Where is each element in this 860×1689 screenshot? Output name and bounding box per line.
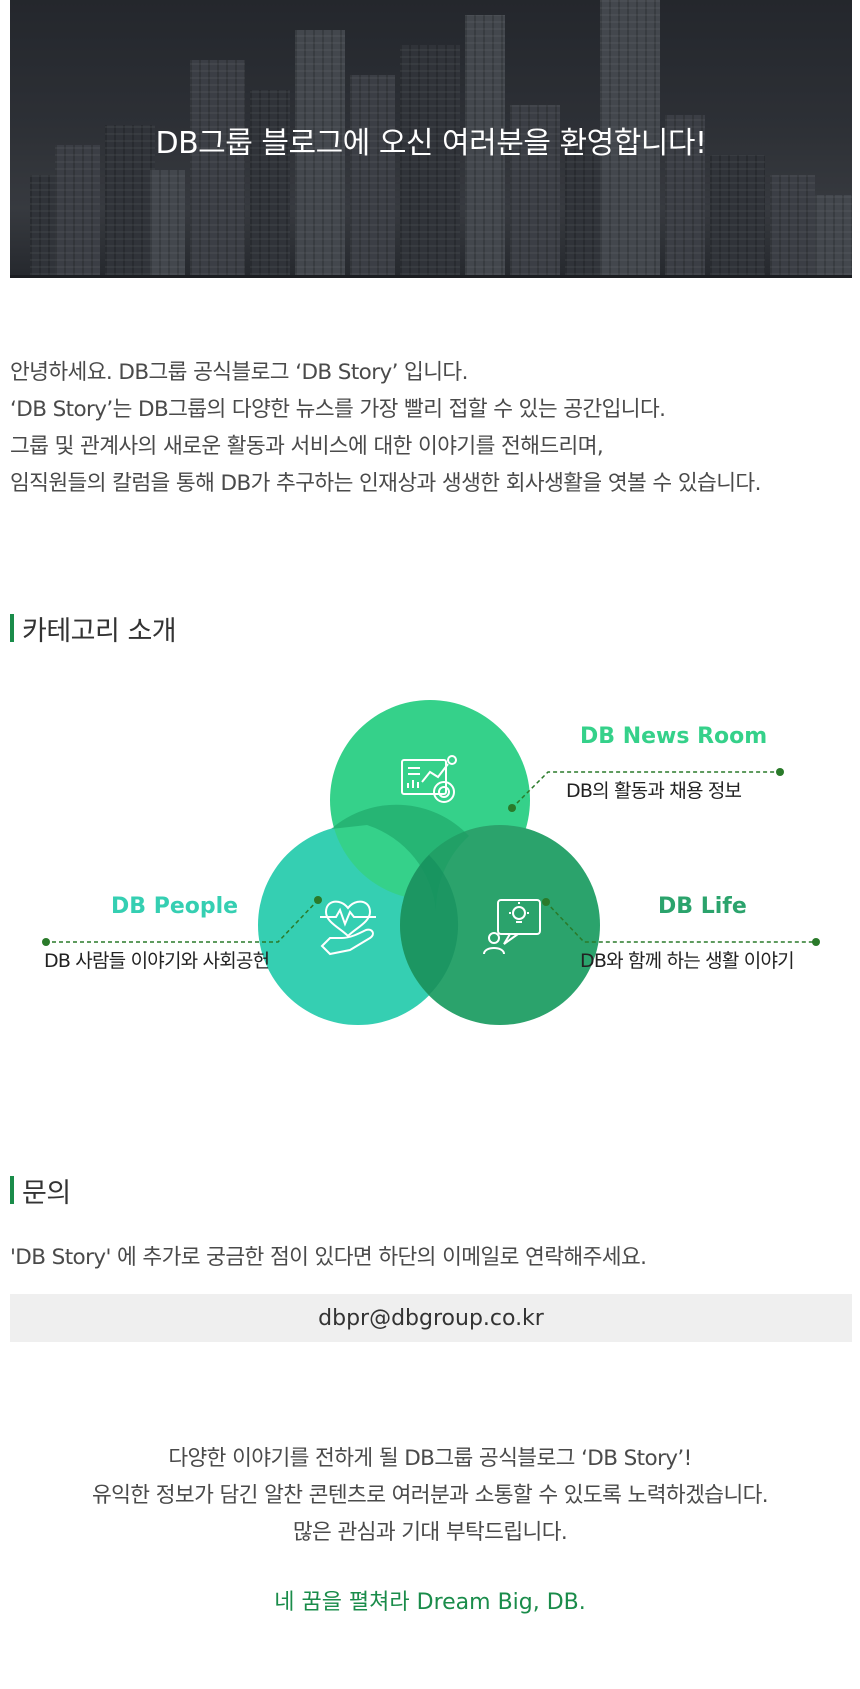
intro-line: 임직원들의 칼럼을 통해 DB가 추구하는 인재상과 생생한 회사생활을 엿볼 … [10, 471, 761, 496]
overlap-center [400, 855, 459, 995]
intro-line: 그룹 및 관계사의 새로운 활동과 서비스에 대한 이야기를 전해드리며, [10, 434, 604, 459]
category-venn-diagram: DB News Room DB의 활동과 채용 정보 DB People DB … [0, 680, 860, 1080]
hero-title: DB그룹 블로그에 오신 여러분을 환영합니다! [155, 126, 707, 161]
contact-heading-text: 문의 [22, 1177, 71, 1209]
intro-line: ‘DB Story’는 DB그룹의 다양한 뉴스를 가장 빨리 접할 수 있는 … [10, 397, 666, 422]
connector-people [46, 899, 319, 943]
category-title-life[interactable]: DB Life [658, 894, 747, 919]
contact-email-box: dbpr@dbgroup.co.kr [10, 1294, 852, 1342]
category-desc-life: DB와 함께 하는 생활 이야기 [580, 950, 795, 972]
category-title-newsroom[interactable]: DB News Room [580, 724, 768, 749]
closing-line: 많은 관심과 기대 부탁드립니다. [292, 1520, 568, 1545]
idea-person-icon [483, 899, 541, 955]
slogan: 네 꿈을 펼쳐라 Dream Big, DB. [274, 1590, 586, 1615]
chart-report-icon [401, 755, 457, 803]
circle-life [400, 825, 600, 1025]
connector-newsroom [511, 771, 780, 809]
category-heading: 카테고리 소개 [10, 612, 177, 647]
closing-line: 다양한 이야기를 전하게 될 DB그룹 공식블로그 ‘DB Story’! [168, 1446, 692, 1471]
heart-hand-icon [320, 900, 376, 956]
closing-line: 유익한 정보가 담긴 알찬 콘텐츠로 여러분과 소통할 수 있도록 노력하겠습니… [91, 1483, 769, 1508]
hero-banner: DB그룹 블로그에 오신 여러분을 환영합니다! [10, 0, 852, 278]
category-title-people[interactable]: DB People [111, 894, 239, 919]
intro-line: 안녕하세요. DB그룹 공식블로그 ‘DB Story’ 입니다. [10, 360, 468, 385]
category-desc-newsroom: DB의 활동과 채용 정보 [566, 780, 742, 802]
closing-message: 다양한 이야기를 전하게 될 DB그룹 공식블로그 ‘DB Story’! 유익… [0, 1440, 860, 1551]
contact-email-link[interactable]: dbpr@dbgroup.co.kr [318, 1305, 544, 1331]
heading-accent-bar [10, 1176, 14, 1204]
category-desc-people: DB 사람들 이야기와 사회공헌 [44, 950, 270, 972]
contact-heading: 문의 [10, 1174, 71, 1209]
category-heading-text: 카테고리 소개 [22, 615, 177, 647]
connector-dots [42, 768, 820, 946]
intro-paragraph: 안녕하세요. DB그룹 공식블로그 ‘DB Story’ 입니다. ‘DB St… [10, 354, 850, 502]
venn-svg [42, 700, 820, 1025]
contact-description: 'DB Story' 에 추가로 궁금한 점이 있다면 하단의 이메일로 연락해… [10, 1245, 647, 1270]
heading-accent-bar [10, 614, 14, 642]
